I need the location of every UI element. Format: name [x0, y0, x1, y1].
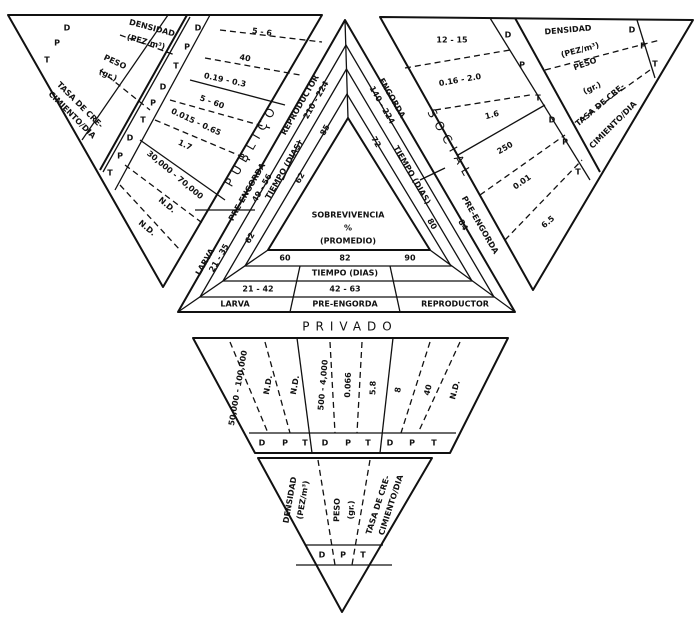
value-cell: 0.015 - 0.65 [170, 107, 223, 138]
social-band: ENGORDA 140 - 224 PRE-ENGORDA 84 TIEMPO … [368, 76, 501, 256]
survival-value: 82 [339, 254, 350, 263]
survival-value: 90 [404, 254, 416, 263]
time-larva: 21 - 42 [242, 285, 273, 294]
letter-t: T [360, 551, 366, 560]
letter-d: D [629, 26, 636, 35]
value-cell: 0.01 [511, 172, 533, 191]
central-triangle [177, 19, 516, 313]
letter-d: D [64, 24, 71, 33]
letter-p: P [150, 99, 156, 108]
legend-densidad-unit: (PEZ/m³) [126, 33, 166, 52]
time-label: TIEMPO (DIAS) [264, 139, 305, 201]
value-cell: 12 - 15 [436, 36, 468, 45]
legend-densidad: DENSIDAD [544, 23, 592, 36]
value-cell: 40 [239, 53, 252, 64]
letter-p: P [562, 138, 568, 147]
letter-d: D [195, 24, 202, 33]
letter-d: D [160, 83, 167, 92]
letter-d: D [259, 439, 266, 448]
letter-d: D [319, 551, 326, 560]
letter-p: P [117, 152, 123, 161]
letter-t: T [431, 439, 437, 448]
letter-t: T [302, 439, 308, 448]
survival-value: 62 [293, 171, 306, 185]
stage-pre-engorda: PRE-ENGORDA [312, 300, 378, 309]
time-label: TIEMPO (DIAS) [312, 269, 378, 278]
letter-t: T [365, 439, 371, 448]
legend-peso-unit: (gr.) [98, 67, 119, 83]
letter-t: T [535, 94, 541, 103]
legend-densidad-unit: (PEZ/m³) [295, 480, 311, 520]
survival-value: 80 [425, 217, 439, 232]
value-cell: 500 - 4,000 [316, 359, 329, 411]
letter-d: D [387, 439, 394, 448]
value-cell: 0.19 - 0.3 [203, 71, 247, 89]
letter-p: P [409, 439, 415, 448]
value-cell: 5 - 60 [198, 93, 226, 110]
letter-p: P [184, 43, 190, 52]
letter-d: D [505, 31, 512, 40]
value-cell: 50,000 - 100,000 [227, 349, 249, 426]
letter-d: D [127, 134, 134, 143]
stage-larva: LARVA [220, 300, 250, 309]
time-pre-engorda: 42 - 63 [329, 285, 360, 294]
survival-title: SOBREVIVENCIA [312, 211, 386, 220]
value-cell: N.D. [137, 218, 158, 237]
value-cell: N.D. [157, 195, 178, 214]
letter-t: T [140, 116, 146, 125]
value-cell: 1.7 [177, 138, 194, 152]
publico-table: DENSIDAD (PEZ/m³) PESO (gr.) TASA DE CRE… [7, 14, 323, 288]
value-cell: 30,000 - 70,000 [145, 149, 205, 202]
legend-peso: PESO [572, 56, 598, 73]
letter-d: D [322, 439, 329, 448]
privado-table: 50,000 - 100,000 N.D. N.D. 500 - 4,000 0… [192, 337, 509, 613]
survival-average: (PROMEDIO) [320, 237, 376, 246]
sector-privado-title: PRIVADO [302, 320, 397, 334]
survival-value: 85 [318, 123, 332, 138]
legend-peso-unit: (gr.) [582, 80, 603, 96]
value-cell: 250 [496, 140, 515, 156]
legend-peso-unit: (gr.) [346, 500, 356, 519]
survival-percent: % [344, 224, 352, 233]
letter-d: D [549, 116, 556, 125]
value-cell: 5.8 [368, 380, 378, 395]
value-cell: 8 [393, 386, 403, 393]
stage-reproductor: REPRODUCTOR [421, 300, 489, 309]
value-cell: 6.5 [540, 214, 557, 230]
value-cell: N.D. [262, 375, 274, 396]
letter-t: T [173, 62, 179, 71]
letter-t: T [44, 56, 50, 65]
survival-value: 60 [279, 254, 291, 263]
legend-peso: PESO [332, 498, 342, 522]
letter-p: P [640, 42, 646, 51]
survival-value: 72 [369, 135, 382, 149]
value-cell: 0.16 - 2.0 [438, 72, 482, 88]
value-cell: 5 - 6 [251, 26, 273, 38]
letter-t: T [652, 60, 658, 69]
value-cell: 0.066 [343, 372, 353, 398]
value-cell: 40 [422, 383, 434, 397]
value-cell: N.D. [448, 379, 462, 400]
value-cell: N.D. [289, 375, 301, 396]
letter-p: P [340, 551, 346, 560]
center-label: SOBREVIVENCIA % (PROMEDIO) [312, 211, 386, 246]
letter-p: P [282, 439, 288, 448]
privado-band: 60 82 90 TIEMPO (DIAS) 21 - 42 42 - 63 L… [220, 254, 489, 309]
letter-p: P [519, 61, 525, 70]
letter-t: T [575, 168, 581, 177]
letter-p: P [345, 439, 351, 448]
letter-p: P [54, 39, 60, 48]
value-cell: 1.6 [484, 109, 500, 121]
letter-t: T [107, 169, 113, 178]
